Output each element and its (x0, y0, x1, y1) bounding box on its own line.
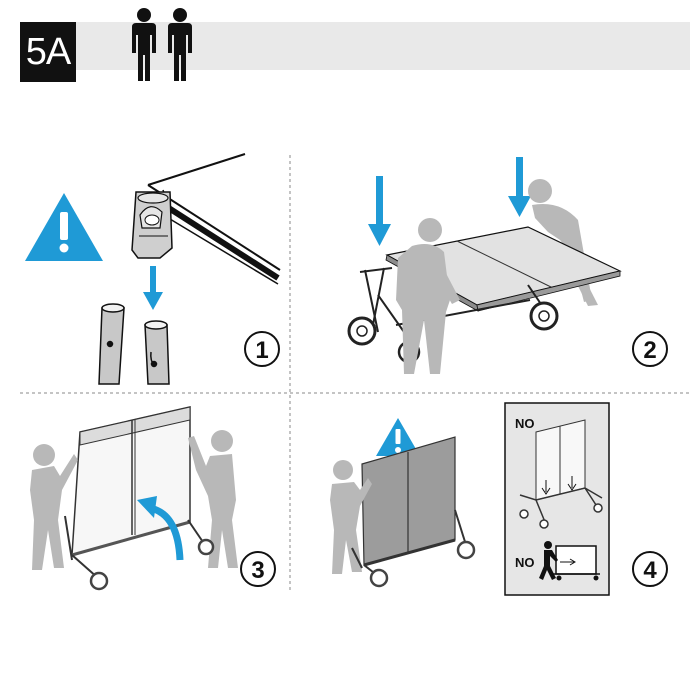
person-left (396, 218, 460, 374)
two-persons-icon (132, 8, 192, 81)
panel-4: NO NO (330, 402, 668, 596)
person-right-3 (188, 430, 238, 568)
no-inset-box: NO NO (504, 402, 610, 596)
header-bar (20, 22, 690, 70)
step-number-4-label: 4 (643, 557, 657, 584)
folded-table-4 (361, 436, 456, 567)
step-number-1 (244, 331, 280, 367)
step-number-3-label: 3 (251, 557, 264, 584)
wheels (347, 301, 559, 364)
step-number-2-label: 2 (643, 337, 656, 364)
no-label-top: NO (515, 416, 535, 431)
step-number-1-label: 1 (255, 337, 268, 364)
step-number-3 (240, 551, 276, 587)
step-badge: 5A (20, 22, 76, 82)
mini-folded-table (519, 419, 603, 529)
panel-3: 3 (30, 406, 276, 591)
wheels-4 (369, 540, 476, 588)
warning-triangle-icon-4 (376, 418, 420, 456)
no-label-bottom: NO (515, 555, 535, 570)
down-arrow (143, 266, 163, 310)
down-arrow-left (368, 176, 391, 246)
person-left-3 (30, 444, 78, 570)
fold-arrow (137, 496, 184, 561)
leg-socket (131, 191, 173, 259)
leg-tubes (98, 303, 170, 385)
step-number-2 (632, 331, 668, 367)
warning-triangle-icon (25, 193, 103, 261)
person-4 (330, 460, 372, 574)
down-arrow-right (508, 157, 531, 217)
folded-tabletop (71, 406, 191, 557)
step-number-4 (632, 551, 668, 587)
panel-2: 2 (347, 157, 668, 374)
panel-1: 1 (25, 153, 281, 385)
mini-person-pushing (539, 541, 600, 581)
wheels-3 (89, 538, 215, 591)
